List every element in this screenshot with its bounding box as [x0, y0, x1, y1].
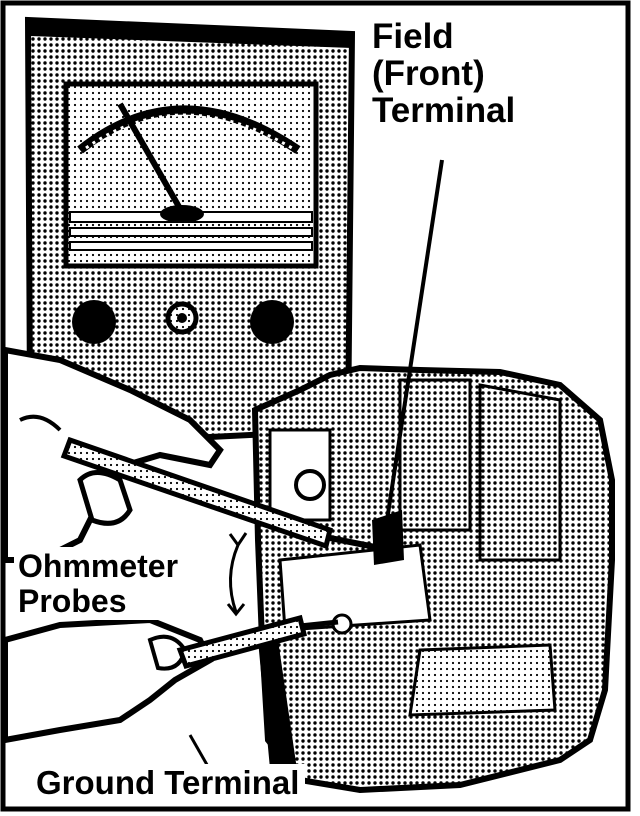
field-terminal-label-line3: Terminal [372, 91, 516, 131]
knob-icon [250, 300, 294, 344]
field-terminal-leader [382, 159, 444, 541]
ohmmeter-gauge-icon [63, 81, 319, 269]
probe-leader-arrow [228, 544, 240, 613]
field-terminal-label-line2: (Front) [372, 54, 485, 94]
probe-icon [60, 436, 381, 551]
ohmmeter-probes-label-line1: Ohmmeter [18, 548, 179, 584]
meter-needle-icon [117, 102, 185, 214]
ground-terminal-label: Ground Terminal [30, 764, 306, 801]
ohmmeter-probes-label: Ohmmeter Probes [14, 547, 183, 621]
field-terminal-label-line1: Field [372, 17, 454, 56]
field-terminal-label: Field (Front) Terminal [372, 18, 515, 129]
ohmmeter [24, 16, 356, 444]
alternator-housing-icon [251, 364, 615, 794]
probe-icon [176, 614, 339, 670]
hand-icon [1, 616, 214, 744]
knob-icon [72, 300, 116, 344]
ohmmeter-probes-label-line2: Probes [18, 582, 127, 619]
